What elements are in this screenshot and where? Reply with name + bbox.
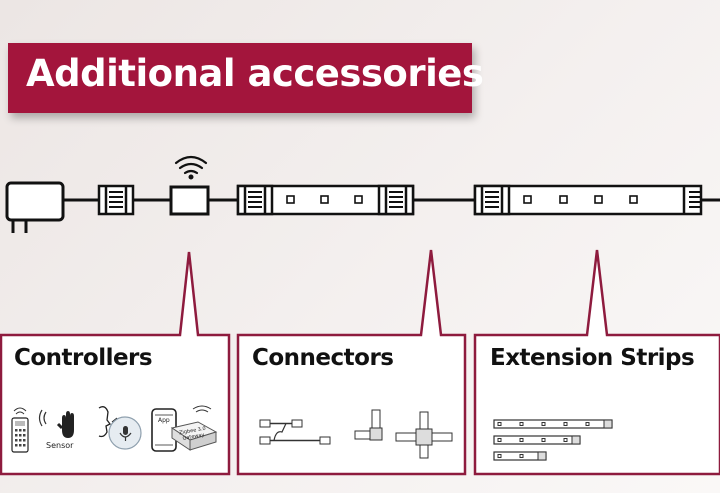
- voice-assistant-icon: [98, 406, 142, 450]
- hand-sensor-icon: [38, 409, 74, 438]
- sensor-label: Sensor: [46, 441, 74, 450]
- gateway-icon: [170, 405, 218, 451]
- led-strip-1: [236, 184, 415, 216]
- app-label: App: [158, 417, 170, 424]
- extension-strip-long: [493, 451, 547, 461]
- title-banner: Additional accessories: [8, 43, 484, 113]
- wifi-icon: [174, 155, 208, 180]
- cross-connector: [395, 411, 453, 459]
- power-adapter-icon: [5, 181, 65, 233]
- page-title: Additional accessories: [26, 52, 484, 95]
- led-strip-2: [473, 184, 703, 216]
- straight-connector-cables: [259, 419, 331, 445]
- wifi-controller: [169, 155, 210, 216]
- extension-strip-medium: [493, 435, 581, 445]
- cable-connector: [97, 184, 135, 216]
- connectors-panel: [236, 249, 467, 476]
- l-connector: [354, 409, 383, 441]
- extension-strip-short: [493, 419, 613, 429]
- connectors-title: Connectors: [252, 345, 394, 371]
- extension-strips-title: Extension Strips: [490, 345, 695, 371]
- extension-strips-panel: [473, 249, 720, 476]
- controllers-title: Controllers: [14, 345, 153, 371]
- remote-icon: [11, 407, 29, 453]
